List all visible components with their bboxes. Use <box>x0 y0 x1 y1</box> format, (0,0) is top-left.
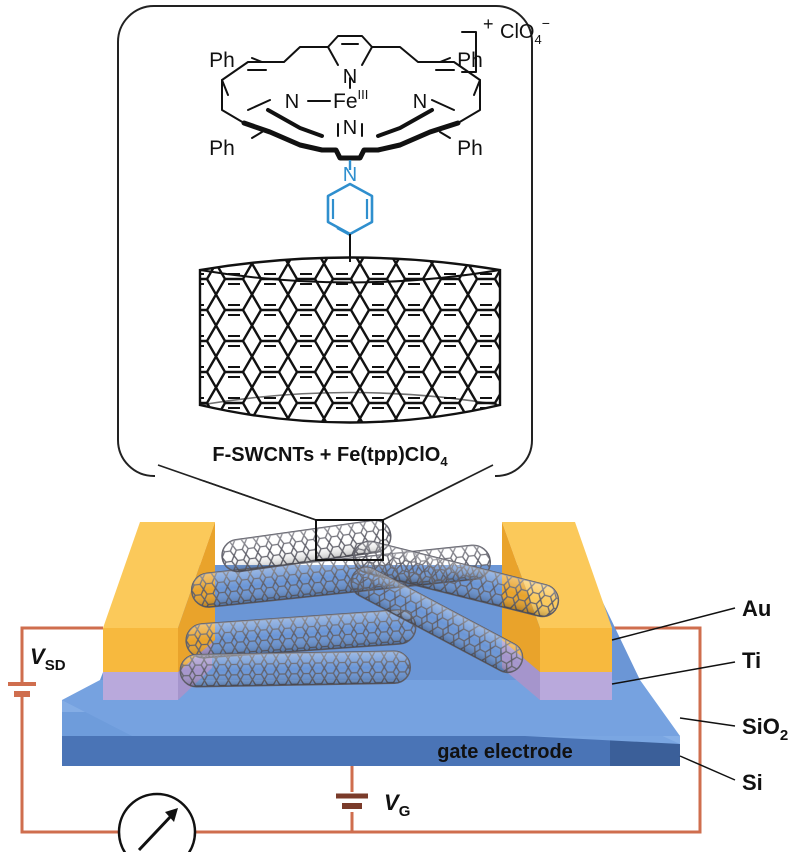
inset-caption: F-SWCNTs + Fe(tpp)ClO4 <box>212 444 448 469</box>
ammeter-to-gate-wire <box>196 812 354 834</box>
nanotube-network <box>179 519 560 688</box>
vsd-label: VSD <box>30 644 66 674</box>
zoom-region-box <box>315 519 384 561</box>
vsd-battery-symbol <box>8 682 36 705</box>
layer-label-si: Si <box>742 770 763 795</box>
layer-leaders <box>611 607 736 781</box>
counterion-label: ClO4− <box>500 15 550 47</box>
porphyrin-structure <box>221 31 481 161</box>
phenyl-label-bottom-left: Ph <box>209 137 235 160</box>
nitrogen-label-top: N <box>343 66 357 88</box>
iron-label: FeIII <box>333 87 368 113</box>
pyridine-nitrogen-label: N <box>343 164 357 186</box>
layer-label-ti: Ti <box>742 648 761 673</box>
layer-label-sio2: SiO2 <box>742 714 788 744</box>
phenyl-label-top-right: Ph <box>457 49 483 72</box>
inset-labels: Ph Ph Ph Ph N N N N N FeIII + ClO4− F-SW… <box>209 14 550 469</box>
layer-label-au: Au <box>742 596 771 621</box>
phenyl-label-bottom-right: Ph <box>457 137 483 160</box>
charge-label: + <box>483 14 494 34</box>
vg-label: VG <box>384 790 410 820</box>
nitrogen-label-bottom: N <box>343 117 357 139</box>
phenyl-label-top-left: Ph <box>209 49 235 72</box>
source-wire <box>20 626 103 683</box>
gate-electrode-label: gate electrode <box>437 741 573 763</box>
ammeter-icon <box>117 792 197 852</box>
source-wire-lower <box>20 705 118 834</box>
vg-battery-symbol <box>336 793 368 809</box>
nitrogen-label-right: N <box>413 91 427 113</box>
swcnt-structure <box>198 256 502 424</box>
nitrogen-label-left: N <box>285 91 299 113</box>
